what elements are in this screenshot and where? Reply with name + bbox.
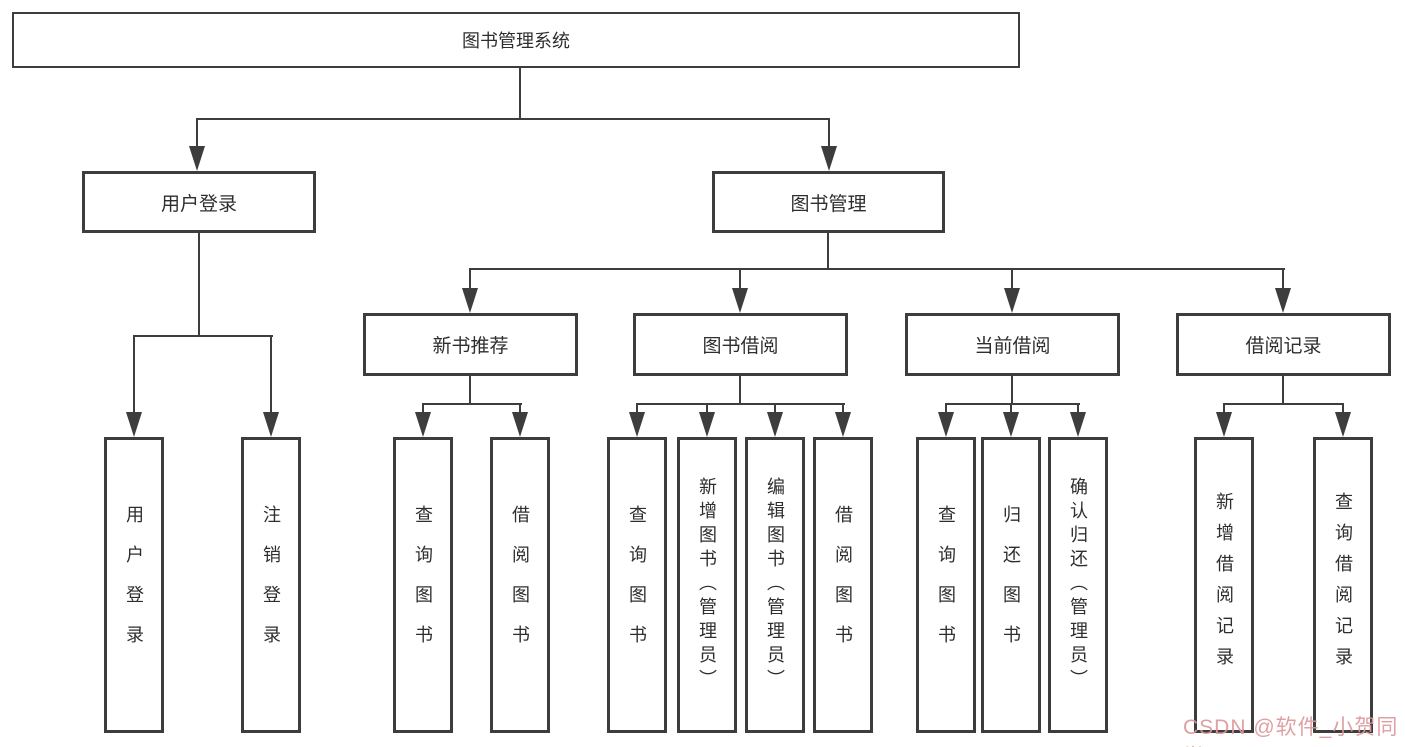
- node-borrow-records-label: 借阅记录: [1245, 336, 1322, 357]
- leaf-confirm-return-admin: 确认归还（管理员）: [1048, 437, 1108, 733]
- node-book-management: 图书管理: [712, 171, 945, 233]
- node-borrow-records: 借阅记录: [1176, 313, 1391, 376]
- connector-line: [1342, 404, 1344, 413]
- leaf-newbook-borrow-books: 借阅图书: [490, 437, 550, 733]
- connector-line: [198, 233, 200, 337]
- leaf-newbook-query-books-label: 查询图书: [413, 505, 433, 665]
- leaf-borrowing-query-books-label: 查询图书: [627, 505, 647, 665]
- csdn-watermark: CSDN @软件_小贺同学: [1183, 716, 1399, 747]
- connector-line: [1011, 269, 1013, 289]
- connector-line: [469, 269, 471, 289]
- leaf-newbook-query-books: 查询图书: [393, 437, 453, 733]
- connector-line: [1282, 269, 1284, 289]
- node-new-book-recommend: 新书推荐: [363, 313, 578, 376]
- arrowhead-icon: [1070, 412, 1086, 437]
- connector-line: [1223, 403, 1344, 405]
- connector-line: [706, 404, 708, 413]
- connector-line: [469, 268, 1285, 270]
- leaf-current-query-books: 查询图书: [916, 437, 976, 733]
- connector-line: [828, 119, 830, 147]
- leaf-borrowing-borrow-books-label: 借阅图书: [833, 505, 853, 665]
- leaf-add-books-admin-label: 新增图书（管理员）: [697, 477, 717, 693]
- arrowhead-icon: [821, 146, 837, 171]
- node-root-label: 图书管理系统: [462, 31, 570, 51]
- arrowhead-icon: [512, 412, 528, 437]
- connector-line: [1282, 376, 1284, 405]
- arrowhead-icon: [938, 412, 954, 437]
- leaf-user-login-label: 用户登录: [124, 505, 144, 665]
- leaf-add-borrow-record-label: 新增借阅记录: [1214, 492, 1234, 678]
- connector-line: [422, 404, 424, 413]
- node-user-login-label: 用户登录: [160, 193, 237, 215]
- connector-line: [519, 68, 521, 120]
- node-book-borrowing: 图书借阅: [633, 313, 848, 376]
- connector-line: [1011, 376, 1013, 405]
- node-new-book-recommend-label: 新书推荐: [432, 336, 509, 357]
- leaf-borrowing-borrow-books: 借阅图书: [813, 437, 873, 733]
- leaf-logout-label: 注销登录: [261, 505, 281, 665]
- leaf-add-books-admin: 新增图书（管理员）: [677, 437, 737, 733]
- arrowhead-icon: [767, 412, 783, 437]
- connector-line: [1010, 404, 1012, 413]
- leaf-edit-books-admin: 编辑图书（管理员）: [745, 437, 805, 733]
- leaf-return-books: 归还图书: [981, 437, 1041, 733]
- connector-line: [422, 403, 522, 405]
- leaf-edit-books-admin-label: 编辑图书（管理员）: [765, 477, 785, 693]
- arrowhead-icon: [415, 412, 431, 437]
- leaf-user-login: 用户登录: [104, 437, 164, 733]
- arrowhead-icon: [835, 412, 851, 437]
- connector-line: [842, 404, 844, 413]
- connector-line: [945, 403, 1080, 405]
- connector-line: [1077, 404, 1079, 413]
- connector-line: [739, 269, 741, 289]
- leaf-confirm-return-admin-label: 确认归还（管理员）: [1068, 477, 1088, 693]
- leaf-newbook-borrow-books-label: 借阅图书: [510, 505, 530, 665]
- leaf-query-borrow-record: 查询借阅记录: [1313, 437, 1373, 733]
- leaf-current-query-books-label: 查询图书: [936, 505, 956, 665]
- leaf-borrowing-query-books: 查询图书: [607, 437, 667, 733]
- connector-line: [133, 336, 135, 412]
- connector-line: [196, 118, 830, 120]
- leaf-return-books-label: 归还图书: [1001, 505, 1021, 665]
- arrowhead-icon: [1216, 412, 1232, 437]
- arrowhead-icon: [629, 412, 645, 437]
- arrowhead-icon: [189, 146, 205, 171]
- arrowhead-icon: [1275, 288, 1291, 313]
- arrowhead-icon: [126, 412, 142, 437]
- arrowhead-icon: [462, 288, 478, 313]
- connector-line: [827, 233, 829, 270]
- connector-line: [636, 403, 845, 405]
- connector-line: [774, 404, 776, 413]
- node-book-management-label: 图书管理: [790, 193, 867, 215]
- arrowhead-icon: [1004, 288, 1020, 313]
- connector-line: [739, 376, 741, 405]
- connector-line: [133, 335, 273, 337]
- node-user-login: 用户登录: [82, 171, 316, 233]
- arrowhead-icon: [699, 412, 715, 437]
- leaf-query-borrow-record-label: 查询借阅记录: [1333, 492, 1353, 678]
- arrowhead-icon: [1003, 412, 1019, 437]
- connector-line: [519, 404, 521, 413]
- connector-line: [945, 404, 947, 413]
- connector-line: [469, 376, 471, 405]
- node-current-borrowing: 当前借阅: [905, 313, 1120, 376]
- connector-line: [270, 336, 272, 412]
- node-root: 图书管理系统: [12, 12, 1020, 68]
- leaf-add-borrow-record: 新增借阅记录: [1194, 437, 1254, 733]
- node-book-borrowing-label: 图书借阅: [702, 336, 779, 357]
- node-current-borrowing-label: 当前借阅: [974, 336, 1051, 357]
- arrowhead-icon: [263, 412, 279, 437]
- arrowhead-icon: [1335, 412, 1351, 437]
- connector-line: [1223, 404, 1225, 413]
- connector-line: [636, 404, 638, 413]
- connector-line: [196, 119, 198, 147]
- leaf-logout: 注销登录: [241, 437, 301, 733]
- arrowhead-icon: [732, 288, 748, 313]
